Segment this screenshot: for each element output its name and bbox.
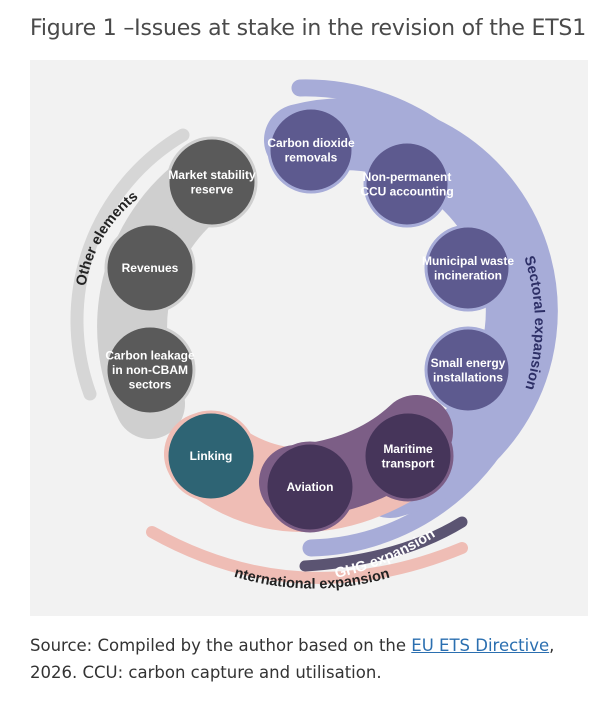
node-label-line: in non-CBAM bbox=[112, 363, 188, 377]
node-label-line: incineration bbox=[434, 268, 502, 282]
node-aviation: Aviation bbox=[264, 441, 356, 533]
node-label-line: Revenues bbox=[122, 261, 179, 275]
eu-ets-directive-link[interactable]: EU ETS Directive bbox=[411, 636, 550, 655]
sectoral-expansion-band bbox=[264, 98, 558, 518]
node-circle bbox=[424, 326, 512, 414]
node-label-line: Non-permanent bbox=[363, 170, 452, 184]
node-circle bbox=[267, 106, 355, 194]
node-circle bbox=[104, 324, 196, 416]
node-linking: Linking bbox=[165, 410, 257, 502]
node-label-line: installations bbox=[433, 370, 503, 384]
node-label-line: Linking bbox=[190, 449, 233, 463]
node-label-line: Small energy bbox=[431, 356, 506, 370]
node-label-line: transport bbox=[382, 456, 435, 470]
ghg-expansion-arc bbox=[299, 516, 468, 572]
source-suffix: , 2026. CCU: carbon capture and utilisat… bbox=[30, 636, 555, 682]
node-circle bbox=[363, 140, 451, 228]
node-circle bbox=[264, 441, 356, 533]
node-revenues: Revenues bbox=[104, 222, 196, 314]
node-label-line: Market stability bbox=[168, 168, 256, 182]
node-label-line: sectors bbox=[129, 378, 172, 392]
source-prefix: Source: Compiled by the author based on … bbox=[30, 636, 412, 655]
node-label-line: Aviation bbox=[287, 480, 334, 494]
source-note: Source: Compiled by the author based on … bbox=[30, 632, 596, 686]
other-elements-arc bbox=[70, 128, 190, 401]
figure-title: Figure 1 –Issues at stake in the revisio… bbox=[30, 16, 586, 41]
node-circle bbox=[104, 222, 196, 314]
node-label-line: Municipal waste bbox=[422, 254, 514, 268]
node-circle bbox=[165, 410, 257, 502]
node-label-line: Carbon dioxide bbox=[267, 136, 355, 150]
node-label-line: reserve bbox=[191, 182, 234, 196]
international-expansion-arc bbox=[146, 526, 468, 584]
node-label-line: Carbon leakage bbox=[105, 349, 195, 363]
node-label-line: removals bbox=[285, 150, 338, 164]
node-circle bbox=[424, 224, 512, 312]
node-circle bbox=[166, 136, 258, 228]
node-label-line: Maritime bbox=[383, 442, 433, 456]
node-circle bbox=[362, 410, 454, 502]
node-label-line: CCU accounting bbox=[360, 184, 453, 198]
